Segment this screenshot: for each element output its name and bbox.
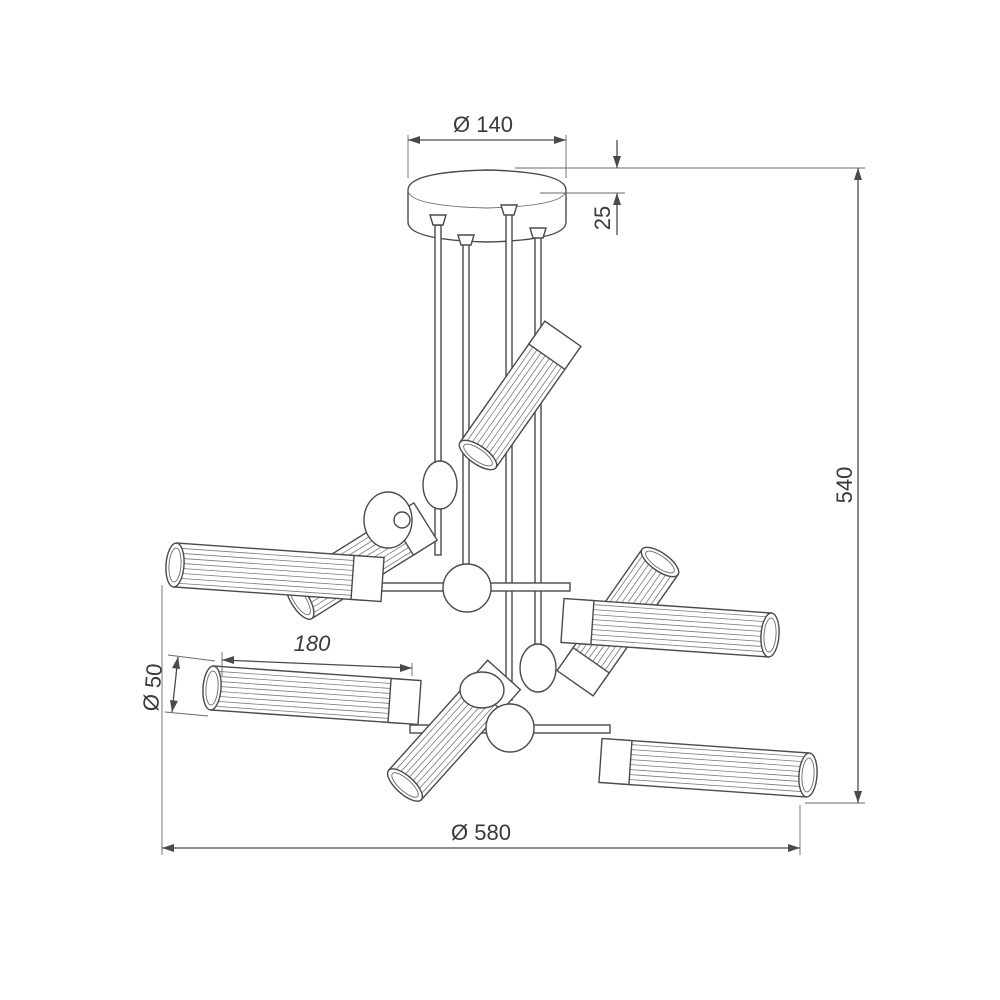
upper-arm-assembly [163, 320, 782, 697]
total-diameter-label: Ø 580 [451, 820, 511, 845]
dimension-shade-length: 180 [221, 631, 413, 676]
dimension-total-height: 540 [625, 167, 865, 804]
shade-length-label: 180 [294, 631, 331, 656]
canopy-diameter-label: Ø 140 [453, 112, 513, 137]
total-height-label: 540 [832, 467, 857, 504]
shade-diameter-label: Ø 50 [138, 662, 167, 712]
lower-arm-assembly [200, 659, 820, 808]
canopy-height-label: 25 [590, 206, 615, 230]
dimension-total-diameter: Ø 580 [161, 585, 801, 855]
dimension-canopy-diameter: Ø 140 [407, 112, 567, 178]
dimension-canopy-height: 25 [515, 140, 625, 235]
